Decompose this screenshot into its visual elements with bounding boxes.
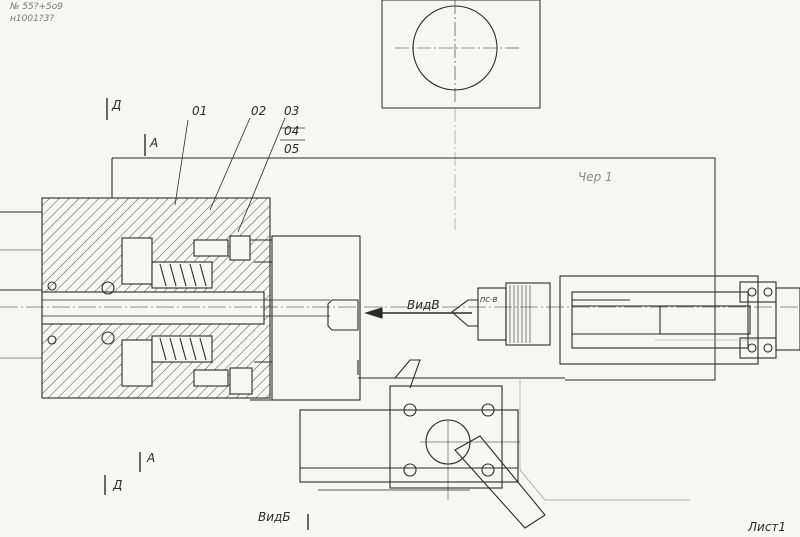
lower-bearing-assembly bbox=[101, 331, 253, 395]
spindle-shaft bbox=[0, 299, 800, 317]
drill-chuck bbox=[451, 282, 551, 346]
tailstock-cylinder bbox=[559, 275, 800, 365]
callout-04: 04 bbox=[284, 124, 300, 138]
callout-03: 03 bbox=[284, 104, 300, 118]
callout-02: 02 bbox=[251, 104, 267, 118]
upper-bearing-assembly bbox=[101, 235, 251, 295]
chuck-plate bbox=[250, 235, 361, 401]
part-label: Чер 1 bbox=[578, 170, 613, 184]
section-mark-bottom-a: А bbox=[147, 451, 156, 465]
archive-stamp-line-2: н1001?3? bbox=[10, 14, 55, 24]
sheet-label: Лист1 bbox=[748, 520, 787, 534]
section-mark-top-d: Д bbox=[112, 98, 122, 112]
view-v-arrow bbox=[364, 307, 472, 319]
callout-05: 05 bbox=[284, 142, 300, 156]
section-mark-bottom-d: Д bbox=[113, 478, 123, 492]
section-markers bbox=[104, 98, 309, 530]
view-v-label: ВидВ bbox=[407, 298, 440, 312]
view-b-label: ВидБ bbox=[258, 510, 291, 524]
chuck-label: ПС-В bbox=[480, 296, 498, 304]
spindle-housing bbox=[0, 197, 271, 399]
tool-post bbox=[299, 359, 546, 529]
archive-stamp-line-1: № 55?+5о9 bbox=[10, 2, 63, 12]
machine-body-outline bbox=[111, 157, 716, 501]
top-circle-view bbox=[381, 0, 541, 230]
section-mark-top-a: А bbox=[150, 136, 159, 150]
callout-01: 01 bbox=[192, 104, 208, 118]
callout-leaders bbox=[174, 117, 305, 233]
